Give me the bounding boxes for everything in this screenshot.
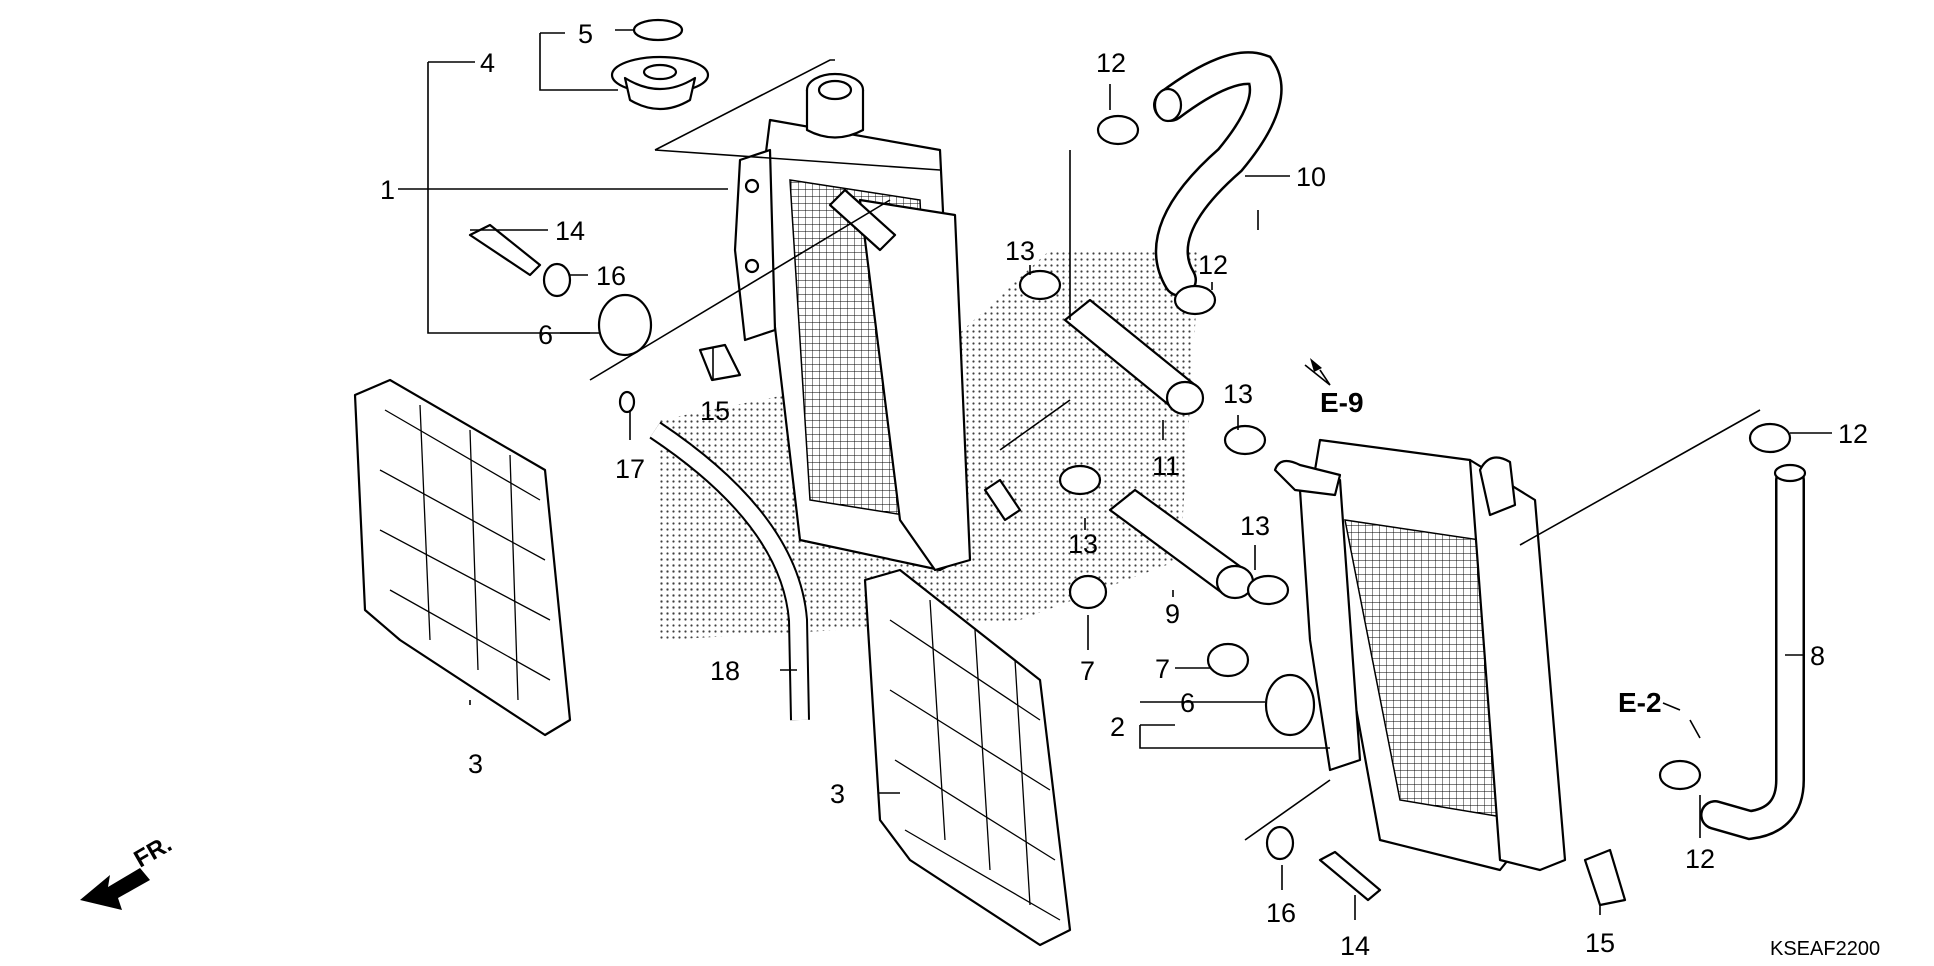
label-13a: 13 [1005,236,1035,266]
label-6b: 6 [1180,688,1195,718]
diagram-code: KSEAF2200 [1770,938,1880,960]
hose-18 [649,421,810,721]
label-6a: 6 [538,320,553,350]
label-14b: 14 [1340,931,1370,961]
reference-e2: E-2 [1618,687,1662,718]
label-8: 8 [1810,641,1825,671]
label-3b: 3 [830,779,845,809]
label-5: 5 [578,19,593,49]
left-radiator [733,72,1022,572]
label-3a: 3 [468,749,483,779]
label-12c: 12 [1838,419,1868,449]
front-label: FR. [130,830,177,873]
label-12a: 12 [1096,48,1126,78]
hose-11 [1063,298,1205,416]
left-louver [353,378,572,737]
label-13c: 13 [1068,529,1098,559]
hose-10 [1153,51,1283,297]
label-17: 17 [615,454,645,484]
e2-arrow [1662,702,1681,711]
label-7a: 7 [1080,656,1095,686]
label-11: 11 [1152,451,1180,481]
hose-9 [1108,488,1255,600]
center-louver [863,568,1072,947]
reference-e9: E-9 [1320,387,1364,418]
label-16a: 16 [596,261,626,291]
label-4: 4 [480,48,495,78]
label-18: 18 [710,656,740,686]
label-14a: 14 [555,216,585,246]
label-10: 10 [1296,162,1326,192]
label-12b: 12 [1198,250,1228,280]
label-13d: 13 [1240,511,1270,541]
right-radiator [1273,438,1567,872]
front-arrow-icon [80,868,150,910]
part-labels: 1 2 3 3 4 5 6 6 7 7 8 9 10 11 12 12 12 1… [380,19,1868,961]
label-7b: 7 [1155,654,1170,684]
label-16b: 16 [1266,898,1296,928]
label-2: 2 [1110,712,1125,742]
label-13b: 13 [1223,379,1253,409]
hose-8 [1700,463,1807,841]
label-9: 9 [1165,599,1180,629]
clamps [1018,114,1792,791]
label-1: 1 [380,175,395,205]
label-12d: 12 [1685,844,1715,874]
small-parts [468,223,1627,907]
label-15a: 15 [700,396,730,426]
e9-arrow-icon [1310,358,1322,372]
leader-lines [398,29,1832,920]
label-15b: 15 [1585,928,1615,958]
radiator-cap [610,18,710,110]
